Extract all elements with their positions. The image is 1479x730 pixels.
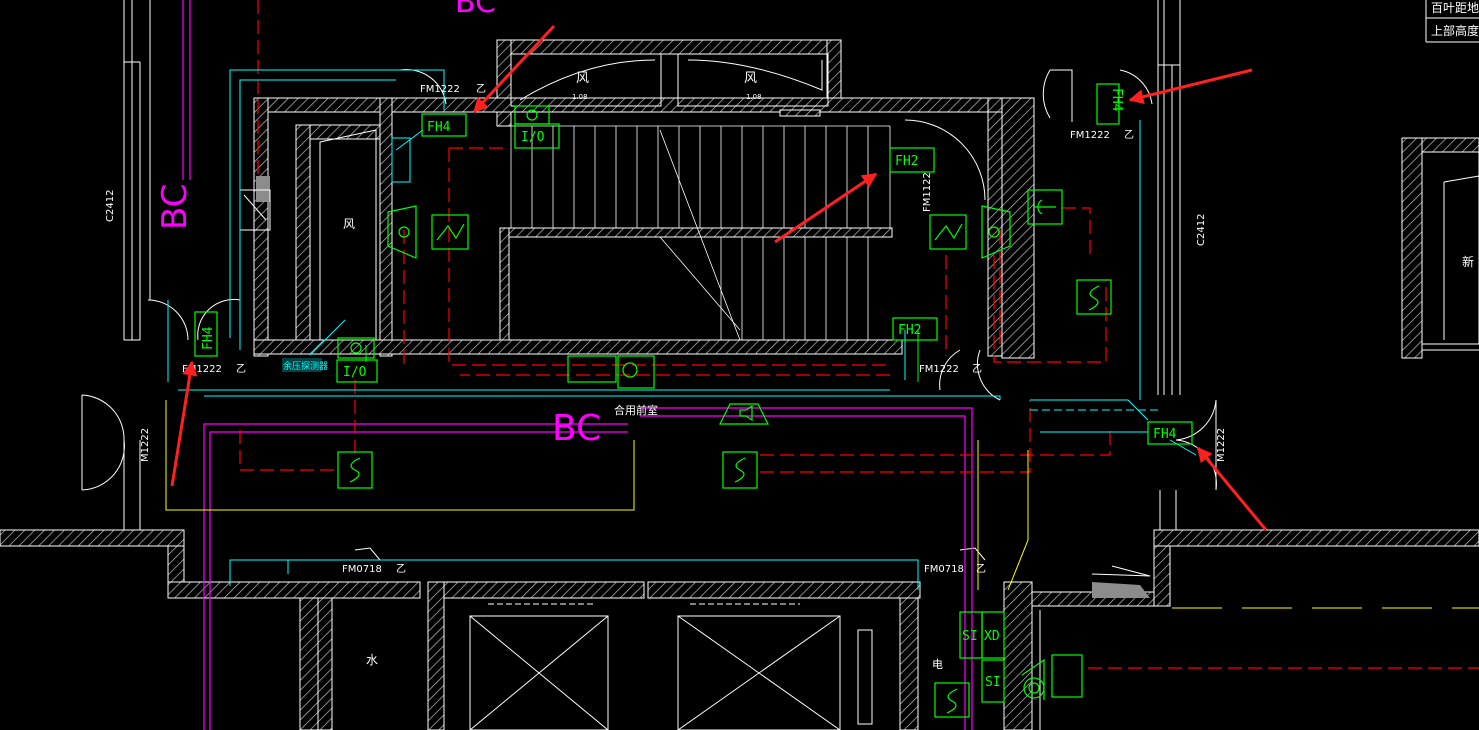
equipment-group xyxy=(194,83,1193,718)
fan-right xyxy=(981,205,1011,259)
feng-shaft-label: 风 xyxy=(343,217,355,231)
cyan-lines xyxy=(167,69,1197,590)
si-2-label[interactable]: SI xyxy=(985,675,1001,690)
room-name: 合用前室 xyxy=(614,403,658,417)
shui-label: 水 xyxy=(366,653,378,667)
fm1222-top-right: FM1222 xyxy=(1070,130,1110,141)
arrow-fh4-left xyxy=(170,360,198,487)
stair-treads xyxy=(500,125,891,341)
m1222-left: M1222 xyxy=(140,428,151,462)
red-dashed-lines xyxy=(239,0,1479,669)
column-fill-2 xyxy=(1092,582,1150,598)
xd-label[interactable]: XD xyxy=(984,629,1000,644)
bc-left-label: BC xyxy=(155,184,195,230)
yellow-lines xyxy=(165,400,1479,609)
outer-walls xyxy=(123,0,1181,530)
fh4-top-right-box xyxy=(1096,83,1120,125)
yi-mid-right: 乙 xyxy=(972,363,982,375)
yi-top-right: 乙 xyxy=(1124,129,1134,141)
sprinkler-box xyxy=(1027,189,1063,225)
right-room xyxy=(1421,151,1479,351)
fh4-top-label[interactable]: FH4 xyxy=(427,120,451,135)
doors xyxy=(81,69,1217,577)
s-box-3 xyxy=(1076,279,1112,315)
fm1222-left: FM1222 xyxy=(182,364,222,375)
bc-top-label: BC xyxy=(455,0,496,20)
legend-box: 百叶距地 上部高度 xyxy=(1425,0,1479,43)
xd-box xyxy=(981,611,1005,659)
vent-valve-bottom xyxy=(337,337,375,359)
alarm-box xyxy=(567,355,617,383)
fh2-mid-label[interactable]: FH2 xyxy=(898,323,921,338)
fm1222-top-left: FM1222 xyxy=(420,84,460,95)
fm1222-mid-right: FM1222 xyxy=(919,364,959,375)
damper-left xyxy=(431,214,469,250)
io-bottom-box xyxy=(336,359,378,383)
fh4-left-label[interactable]: FH4 xyxy=(201,326,216,350)
s-box-1 xyxy=(337,451,373,489)
c2412-left: C2412 xyxy=(105,190,116,222)
yi-left: 乙 xyxy=(236,363,246,375)
io-top-label[interactable]: I/O xyxy=(521,130,545,145)
legend-line-1: 百叶距地 xyxy=(1431,1,1479,15)
fh4-left-box xyxy=(194,311,218,357)
green-lines xyxy=(365,330,919,382)
arrow-fh4-top xyxy=(472,24,556,114)
pressure-detector: 余压探测器 xyxy=(282,137,411,372)
fm0718-right: FM0718 xyxy=(924,564,964,575)
hydrant-box xyxy=(617,355,655,389)
s-box-4 xyxy=(934,682,970,718)
fh4-right-box xyxy=(1147,421,1193,445)
s-box-2 xyxy=(722,451,758,489)
hydrant-right xyxy=(1051,654,1083,698)
top-vents xyxy=(510,53,829,117)
fm1122-mid: FM1122 xyxy=(922,172,933,212)
annotations: FM1222 乙 FM1222 乙 FM1222 乙 FM1122 FM1222… xyxy=(105,83,1227,671)
column-fill xyxy=(256,176,270,202)
elevators xyxy=(469,603,1041,730)
fh4-top-box xyxy=(421,113,467,137)
yi-fm0718-left: 乙 xyxy=(396,563,406,575)
magenta-lines xyxy=(182,0,973,730)
c2412-right: C2412 xyxy=(1196,214,1207,246)
bc-center-label: BC xyxy=(552,408,601,449)
arrow-fh4-top-right xyxy=(1128,68,1253,105)
vent-dim-left: 1.08 xyxy=(572,93,588,101)
yi-top-left: 乙 xyxy=(476,83,486,95)
yi-fm0718-right: 乙 xyxy=(976,563,986,575)
fm0718-left: FM0718 xyxy=(342,564,382,575)
damper-right xyxy=(929,214,967,250)
m1222-right: M1222 xyxy=(1216,428,1227,462)
red-arrows xyxy=(170,24,1268,531)
vent-dim-right: 1.08 xyxy=(746,93,762,101)
arrow-fh2 xyxy=(774,172,878,244)
fh2-top-box xyxy=(889,147,935,173)
feng-label-left: 风 xyxy=(576,71,589,86)
hatched-walls xyxy=(0,39,1479,730)
pressure-label: 余压探测器 xyxy=(283,360,328,372)
legend-line-2: 上部高度 xyxy=(1431,23,1479,38)
fan-left xyxy=(387,205,417,259)
dian-label: 电 xyxy=(932,658,943,671)
vent-valve-top xyxy=(514,105,550,125)
fh2-mid-box xyxy=(892,317,938,341)
fh4-top-right-label[interactable]: FH4 xyxy=(1109,88,1124,112)
fh2-top-label[interactable]: FH2 xyxy=(895,154,918,169)
fh4-right-label[interactable]: FH4 xyxy=(1153,427,1177,442)
si-1-label[interactable]: SI xyxy=(962,629,978,644)
arrow-fh4-right xyxy=(1196,446,1268,531)
io-bottom-label[interactable]: I/O xyxy=(343,365,367,380)
xin-label: 新 xyxy=(1462,254,1474,269)
si-box-2 xyxy=(981,659,1005,703)
speaker-icon xyxy=(719,403,769,425)
feng-label-right: 风 xyxy=(744,71,757,86)
